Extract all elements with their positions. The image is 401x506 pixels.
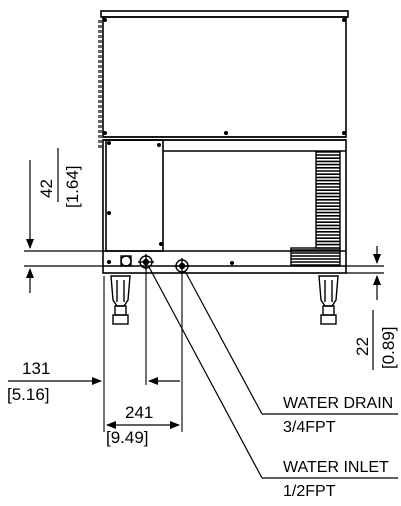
- dim-right-height-mm: 22: [353, 337, 372, 356]
- lower-grille: [290, 247, 341, 267]
- extension-lines: [103, 270, 183, 432]
- leg-left-icon: [110, 275, 131, 325]
- drain-callout-title: WATER DRAIN: [283, 395, 393, 412]
- dim-top-height-mm: 42: [37, 179, 56, 198]
- leader-lines: [148, 266, 398, 479]
- inlet-callout-size: 1/2FPT: [283, 483, 336, 500]
- drain-fitting-icon: [174, 258, 190, 274]
- dim-top-height-inch: [1.64]: [63, 165, 82, 208]
- dimension-top-height: [24, 148, 104, 293]
- dim-center-width-mm: 241: [125, 403, 153, 422]
- leg-right-icon: [318, 275, 339, 325]
- dim-left-width-mm: 131: [22, 359, 50, 378]
- inlet-callout-title: WATER INLET: [283, 459, 389, 476]
- machine-outline: [100, 10, 349, 274]
- fastener-dots: [103, 18, 346, 265]
- power-cord-icon: [120, 255, 132, 267]
- dim-center-width-inch: [9.49]: [106, 428, 149, 447]
- inlet-fitting-icon: [138, 254, 154, 270]
- dim-left-width-inch: [5.16]: [7, 385, 50, 404]
- drain-callout-size: 3/4FPT: [283, 419, 336, 436]
- dim-right-height-inch: [0.89]: [379, 326, 398, 369]
- condenser-grille: [315, 151, 341, 249]
- side-vent-strip: [98, 20, 102, 150]
- dimension-right-height: [346, 246, 384, 370]
